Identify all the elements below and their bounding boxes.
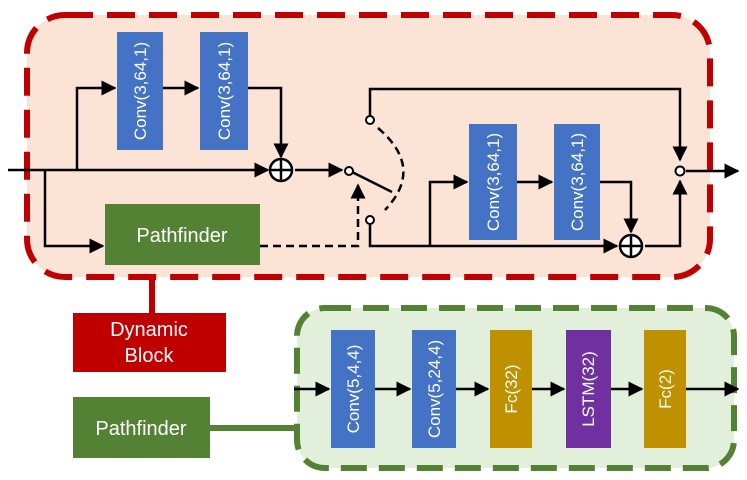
conv-block-b1: Conv(3,64,1): [469, 124, 517, 240]
sum-node-1: [268, 157, 294, 183]
sum-node-2: [618, 233, 644, 259]
net-layer-conv1: Conv(5,4,4): [331, 330, 375, 448]
pathfinder-label-text: Pathfinder: [95, 418, 187, 440]
net-layer-lstm-label: LSTM(32): [579, 351, 598, 427]
conv-block-b2-label: Conv(3,64,1): [568, 133, 587, 231]
pathfinder-block: Pathfinder: [105, 204, 260, 265]
switch-terminals: [344, 115, 686, 225]
dynamic-block-label: Dynamic Block: [73, 313, 226, 372]
net-layer-fc1-label: Fc(32): [502, 364, 521, 413]
conv-block-a2-label: Conv(3,64,1): [215, 42, 234, 140]
conv-block-b1-label: Conv(3,64,1): [484, 133, 503, 231]
net-layer-fc2-label: Fc(2): [656, 369, 675, 409]
dynamic-block-label-line1: Dynamic: [110, 319, 188, 341]
conv-block-a2: Conv(3,64,1): [200, 32, 248, 150]
net-layer-conv1-label: Conv(5,4,4): [344, 345, 363, 434]
pathfinder-label: Pathfinder: [73, 397, 210, 458]
net-layer-lstm: LSTM(32): [566, 330, 611, 448]
conv-block-a1: Conv(3,64,1): [117, 32, 163, 150]
conv-block-b2: Conv(3,64,1): [554, 124, 600, 240]
net-layer-fc1: Fc(32): [490, 330, 532, 448]
net-layer-fc2: Fc(2): [644, 330, 686, 448]
conv-block-a1-label: Conv(3,64,1): [131, 42, 150, 140]
pathfinder-block-label: Pathfinder: [136, 225, 228, 247]
block-connections: [8, 80, 740, 254]
net-layer-conv2: Conv(5,24,4): [412, 330, 456, 448]
control-lines: [260, 127, 405, 248]
dynamic-block-label-line2: Block: [125, 345, 175, 367]
net-layer-conv2-label: Conv(5,24,4): [425, 340, 444, 438]
